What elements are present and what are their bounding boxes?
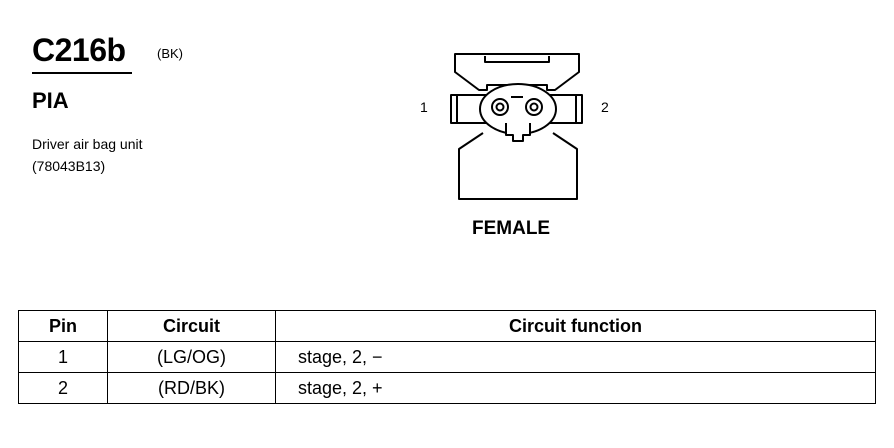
pin-2-inner bbox=[529, 102, 539, 112]
cell-circuit-function: stage, 2, + bbox=[275, 372, 876, 404]
connector-top-slot bbox=[484, 56, 550, 63]
connector-gender-label: FEMALE bbox=[472, 218, 551, 239]
pin-label-2: 2 bbox=[601, 99, 609, 115]
connector-top-housing bbox=[454, 53, 580, 91]
cell-circuit: (RD/BK) bbox=[107, 372, 276, 404]
pin-1-hole bbox=[491, 98, 509, 116]
header-circuit: Circuit bbox=[107, 310, 276, 342]
connector-id: C216b bbox=[32, 32, 126, 68]
header-circuit-function: Circuit function bbox=[275, 310, 876, 342]
system-code: PIA bbox=[32, 88, 69, 113]
pin-1-inner bbox=[495, 102, 505, 112]
table-row: 1 (LG/OG) stage, 2, − bbox=[18, 341, 876, 373]
description-line-1: Driver air bag unit bbox=[32, 136, 143, 152]
pinout-table: Pin Circuit Circuit function 1 (LG/OG) s… bbox=[18, 310, 876, 404]
cell-pin: 2 bbox=[18, 372, 108, 404]
table-row: 2 (RD/BK) stage, 2, + bbox=[18, 372, 876, 404]
cell-pin: 1 bbox=[18, 341, 108, 373]
table-header-row: Pin Circuit Circuit function bbox=[18, 310, 876, 342]
header-pin: Pin bbox=[18, 310, 108, 342]
description-line-2: (78043B13) bbox=[32, 158, 106, 174]
connector-color: (BK) bbox=[157, 46, 183, 61]
title-underline bbox=[32, 72, 132, 74]
cell-circuit: (LG/OG) bbox=[107, 341, 276, 373]
connector-key-tab bbox=[505, 123, 531, 142]
pin-2-hole bbox=[525, 98, 543, 116]
cell-circuit-function: stage, 2, − bbox=[275, 341, 876, 373]
connector-bottom-housing bbox=[458, 132, 578, 200]
connector-face-diagram bbox=[450, 53, 583, 200]
pin-label-1: 1 bbox=[420, 99, 428, 115]
